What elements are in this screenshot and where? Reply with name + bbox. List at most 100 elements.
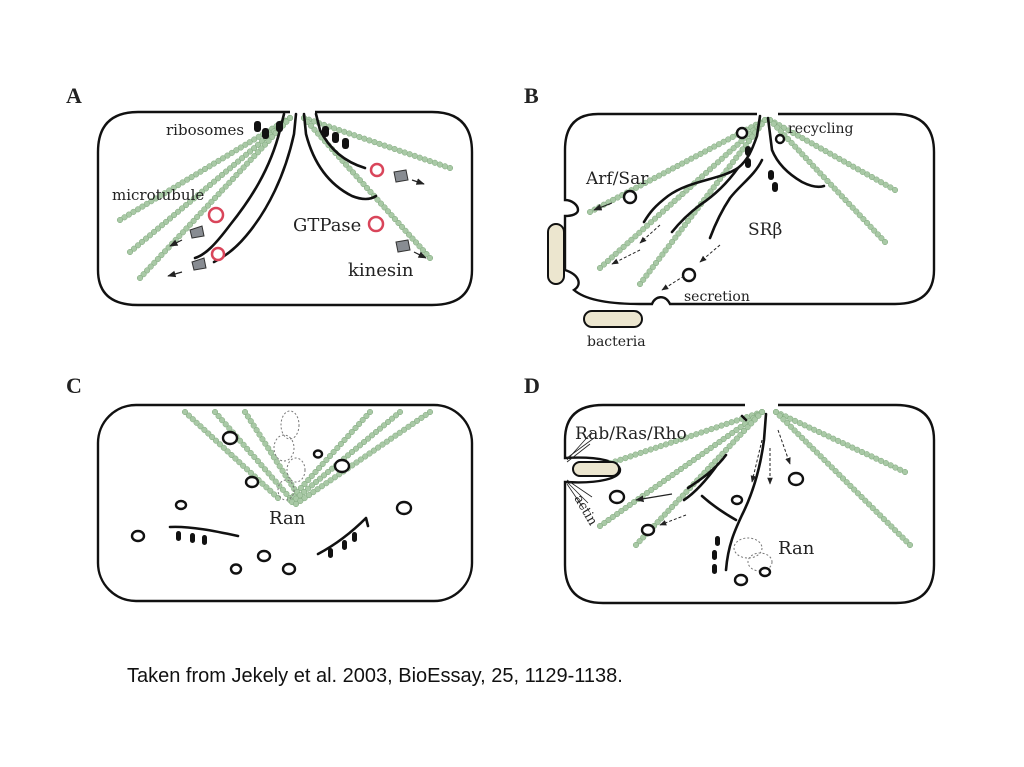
- microtubule-bead: [356, 420, 363, 428]
- microtubule-bead: [255, 133, 262, 140]
- microtubule-bead: [283, 118, 290, 125]
- microtubule-bead: [379, 441, 386, 448]
- microtubule-bead: [688, 155, 695, 162]
- microtubule-bead: [795, 147, 802, 154]
- microtubule-bead: [366, 408, 374, 416]
- microtubule-bead: [846, 200, 853, 207]
- microtubule-bead: [134, 206, 141, 213]
- microtubule-bead: [891, 186, 899, 194]
- microtubule-bead: [356, 177, 364, 184]
- microtubule-bead: [426, 408, 434, 416]
- microtubule-bead: [724, 432, 731, 440]
- microtubule-bead: [690, 456, 697, 464]
- transport-arrows: [593, 202, 721, 291]
- microtubule-bead: [185, 412, 192, 419]
- microtubule-bead: [348, 448, 356, 456]
- microtubule-bead: [186, 198, 194, 205]
- microtubule-bead: [158, 222, 166, 229]
- microtubule-bead: [882, 181, 889, 188]
- microtubule-bead: [729, 429, 736, 437]
- microtubule-bead: [158, 252, 165, 259]
- microtubule-bead: [636, 229, 643, 236]
- microtubule-bead: [246, 139, 253, 146]
- er-network-branch-3: [708, 158, 764, 240]
- microtubule-bead: [733, 435, 740, 442]
- microtubule-bead: [270, 454, 277, 461]
- microtubule-bead: [632, 233, 639, 240]
- microtubule-bead: [710, 162, 717, 169]
- microtubule-bead: [409, 235, 416, 242]
- microtubule-bead: [722, 446, 730, 454]
- microtubule-bead: [622, 455, 629, 462]
- microtubule-bead: [219, 155, 226, 162]
- microtubule-bead: [841, 158, 848, 165]
- microtubule-bead: [292, 500, 300, 508]
- panel-b: B recycling Arf/S: [524, 83, 936, 350]
- microtubule-bead: [256, 431, 263, 438]
- microtubule-bead: [685, 217, 692, 224]
- microtubule-bead: [230, 161, 238, 168]
- microtubule-bead: [327, 477, 334, 484]
- microtubule-bead: [240, 164, 247, 171]
- microtubule-bead: [646, 268, 653, 275]
- microtubule-bead: [624, 240, 631, 247]
- microtubule-bead: [138, 238, 146, 245]
- microtubule-bead: [308, 482, 316, 489]
- microtubule-bead: [166, 187, 173, 194]
- microtubule-bead: [188, 174, 195, 181]
- microtubule-bead: [649, 264, 656, 271]
- microtubule-bead: [418, 414, 425, 421]
- er-network-branch-2: [766, 116, 826, 189]
- microtubule-bead: [820, 174, 827, 181]
- microtubule-bead: [780, 416, 787, 423]
- microtubule-bead: [681, 222, 688, 229]
- microtubule-bead: [142, 235, 150, 242]
- microtubule-bead: [194, 213, 201, 221]
- microtubule-bead: [665, 243, 672, 250]
- label-ran: Ran: [269, 508, 306, 529]
- microtubule-bead: [651, 215, 659, 222]
- microtubule-bead: [324, 468, 332, 476]
- microtubule-bead: [718, 155, 725, 162]
- er-membrane-right-inner: [314, 112, 367, 170]
- microtubule-bead: [268, 449, 275, 456]
- label-sr-beta: SRβ: [748, 220, 782, 240]
- microtubule-bead: [409, 420, 416, 427]
- microtubule-bead: [652, 483, 659, 491]
- microtubule-bead: [312, 478, 320, 486]
- microtubule-bead: [707, 444, 714, 452]
- label-ribosomes: ribosomes: [166, 121, 244, 139]
- microtubule-bead: [228, 451, 235, 459]
- microtubule-bead: [758, 408, 766, 416]
- microtubule-bead: [344, 452, 352, 459]
- er-fragment-right: [316, 516, 370, 556]
- microtubule-bead: [288, 481, 295, 488]
- microtubule-bead: [310, 489, 317, 496]
- microtubule-bead: [170, 184, 177, 191]
- microtubule-bead: [405, 231, 413, 238]
- microtubule-bead: [402, 227, 409, 234]
- microtubule-bead: [803, 137, 811, 144]
- microtubule-bead: [668, 503, 676, 511]
- panel-letter-d: D: [524, 373, 540, 398]
- er-membrane-left: [193, 112, 286, 260]
- microtubule-bead: [636, 280, 644, 288]
- microtubule-bead: [183, 225, 190, 232]
- microtubule-bead: [644, 222, 651, 229]
- microtubule-bead: [362, 453, 369, 460]
- microtubule-bead: [194, 192, 202, 199]
- microtubule-bead: [314, 486, 321, 493]
- microtubule-bead: [363, 184, 371, 192]
- microtubule-bead: [873, 508, 880, 515]
- microtubule-bead: [706, 166, 714, 173]
- microtubule-bead: [356, 442, 364, 449]
- er-network-branch-1: [682, 453, 728, 502]
- microtubule-bead: [232, 455, 239, 462]
- microtubule-bead: [189, 416, 196, 423]
- microtubule-bead: [179, 179, 186, 186]
- microtubule-bead: [247, 156, 254, 163]
- microtubule-bead: [229, 175, 236, 183]
- microtubule-bead: [352, 445, 360, 452]
- microtubule-bead: [695, 453, 702, 461]
- microtubule-bead: [259, 480, 266, 487]
